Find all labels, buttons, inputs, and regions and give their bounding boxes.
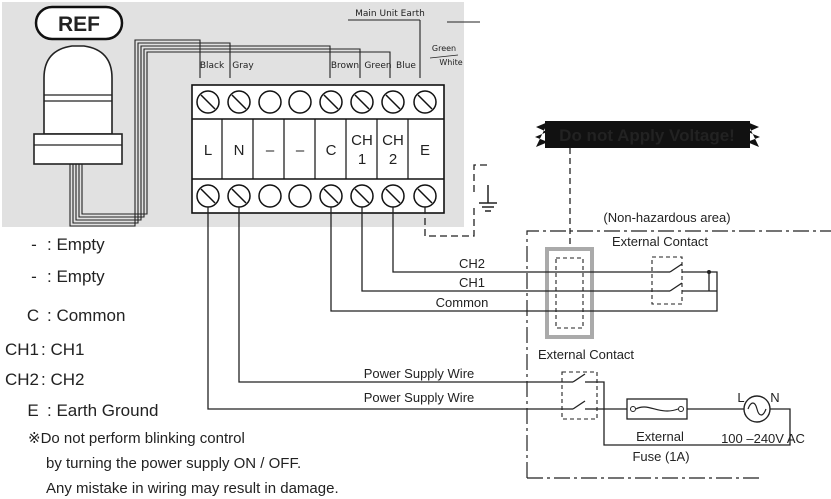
beacon-cable-bundle (69, 19, 480, 227)
wire-label-ch2: CH2 (459, 256, 485, 271)
note-line-2: by turning the power supply ON / OFF. (46, 455, 301, 472)
main-unit-earth-label: Main Unit Earth (355, 9, 425, 19)
legend-key-2: - (31, 267, 37, 286)
legend-key-3: C (27, 306, 39, 325)
external-contact-bottom-switch-icon (561, 371, 598, 420)
wire-color-label-blue: Blue (396, 61, 416, 71)
power-wire-n (238, 207, 562, 383)
external-contact-bottom-label: External Contact (538, 347, 634, 362)
terminal-label-e: E (420, 142, 430, 159)
ac-source-l-label: L (737, 390, 744, 405)
terminal-label-ch1-bottom: 1 (358, 151, 366, 168)
green-label: Green (432, 44, 456, 53)
fuse-label-line2: Fuse (1A) (632, 449, 689, 464)
note-line-3: Any mistake in wiring may result in dama… (46, 480, 339, 497)
terminal-label-ch2-top: CH (382, 132, 404, 149)
power-supply-wires (207, 207, 562, 410)
legend-key-6: E (27, 401, 38, 420)
fuse-icon (626, 398, 688, 420)
non-hazardous-area-label: (Non-hazardous area) (603, 210, 730, 225)
legend-value-1: : Empty (47, 235, 105, 254)
screw-bottom-3 (258, 184, 282, 208)
beacon-light-icon (33, 45, 123, 165)
legend-value-6: : Earth Ground (47, 401, 159, 420)
legend-key-4: CH1 (5, 340, 39, 359)
terminal-label-l: L (204, 142, 212, 159)
white-label: White (439, 58, 462, 67)
terminal-label-n: N (234, 142, 245, 159)
legend-key-5: CH2 (5, 370, 39, 389)
terminal-label-c: C (326, 142, 337, 159)
wire-label-power-2: Power Supply Wire (364, 390, 475, 405)
ch2-wire (392, 207, 657, 273)
ac-source-n-label: N (770, 390, 779, 405)
ac-circuit-wires (597, 381, 791, 446)
common-wire (330, 207, 718, 312)
signal-wires (330, 207, 718, 312)
legend-value-3: : Common (47, 306, 125, 325)
external-contact-top-switch-icon (651, 256, 711, 305)
legend-value-4: : CH1 (41, 340, 84, 359)
earth-ground-wiring (424, 164, 488, 237)
legend-value-2: : Empty (47, 267, 105, 286)
ref-badge (34, 5, 124, 41)
terminal-label-ch2-bottom: 2 (389, 151, 397, 168)
terminal-label-empty-2: – (296, 142, 305, 159)
ch1-wire (361, 207, 657, 292)
wire-label-power-1: Power Supply Wire (364, 366, 475, 381)
fuse-label-line1: External (636, 429, 684, 444)
terminal-label-empty-1: – (266, 142, 275, 159)
wire-color-label-green: Green (364, 61, 391, 71)
wire-color-label-gray: Gray (232, 61, 254, 71)
ground-icon (479, 185, 497, 212)
screw-top-4 (288, 90, 312, 114)
terminal-screws (196, 90, 437, 208)
terminal-label-ch1-top: CH (351, 132, 373, 149)
legend-key-1: - (31, 235, 37, 254)
wire-label-common: Common (436, 295, 489, 310)
non-hazardous-area-border (526, 230, 831, 479)
power-wire-l (207, 207, 562, 410)
ref-label: REF (58, 13, 100, 36)
interface-box (545, 247, 594, 339)
external-contact-top-label: External Contact (612, 234, 708, 249)
wire-color-label-black: Black (200, 61, 225, 71)
warning-badge: Do not Apply Voltage! (535, 121, 760, 148)
warning-text: Do not Apply Voltage! (559, 126, 735, 145)
note-line-1: ※Do not perform blinking control (28, 430, 245, 447)
supply-voltage-label: 100 –240V AC (721, 431, 805, 446)
screw-bottom-4 (288, 184, 312, 208)
legend-value-5: : CH2 (41, 370, 84, 389)
ac-source-icon (743, 395, 771, 423)
wire-label-ch1: CH1 (459, 275, 485, 290)
wire-color-label-brown: Brown (331, 61, 359, 71)
green-white-divider (429, 54, 459, 59)
screw-top-3 (258, 90, 282, 114)
